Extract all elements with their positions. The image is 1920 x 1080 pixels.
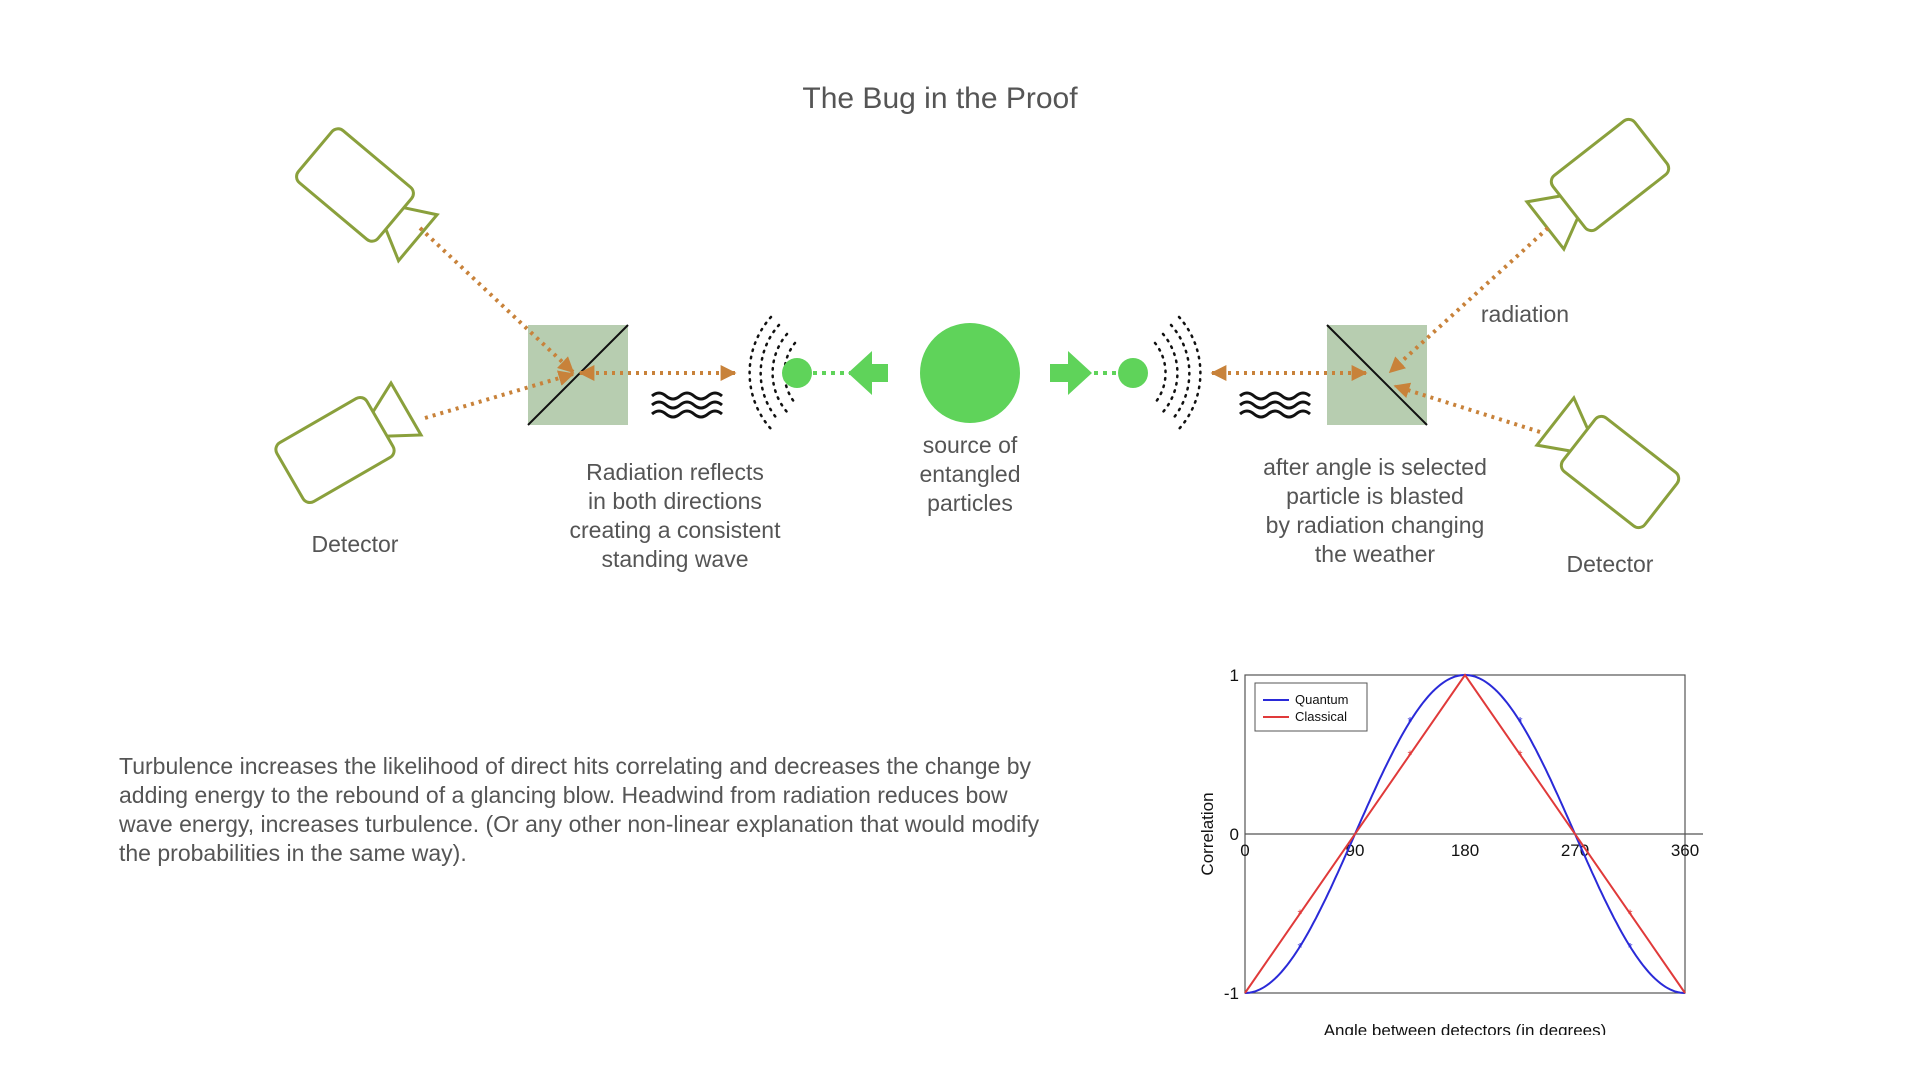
- legend-box: [1254, 682, 1368, 732]
- caption-line: source of: [922, 432, 1018, 458]
- quantum-marker: *: [1627, 940, 1632, 955]
- legend-quantum-label: Quantum: [1295, 692, 1348, 707]
- detector-label-left: Detector: [311, 531, 399, 557]
- y-axis-label: Correlation: [1198, 792, 1217, 875]
- bow-wave-right: [1153, 315, 1202, 431]
- detector-bottom-left-icon: [274, 380, 424, 505]
- classical-marker: *: [1517, 748, 1522, 763]
- caption-line: after angle is selected: [1263, 454, 1487, 480]
- caption-line: the weather: [1314, 541, 1436, 567]
- paragraph-line: Turbulence increases the likelihood of d…: [119, 753, 1032, 779]
- x-tick-label: 360: [1671, 841, 1699, 860]
- classical-marker: *: [1297, 907, 1302, 922]
- caption-line: creating a consistent: [569, 517, 781, 543]
- caption-line: particles: [927, 490, 1013, 516]
- arrow-left-icon: [848, 351, 888, 395]
- caption-line: standing wave: [601, 546, 749, 572]
- particle-left: [782, 358, 812, 388]
- quantum-marker: *: [1297, 940, 1302, 955]
- radiation-beams: [418, 226, 1550, 434]
- x-axis-label: Angle between detectors (in degrees): [1324, 1021, 1607, 1035]
- caption-line: entangled: [919, 461, 1021, 487]
- y-tick-label: 0: [1230, 825, 1239, 844]
- detector-top-left-icon: [295, 127, 440, 264]
- reflect-caption: Radiation reflects in both directions cr…: [545, 458, 805, 574]
- caption-line: particle is blasted: [1286, 483, 1464, 509]
- page-title: The Bug in the Proof: [802, 82, 1078, 115]
- quantum-marker: *: [1407, 714, 1412, 729]
- y-tick-label: 1: [1230, 666, 1239, 685]
- detector-top-right-icon: [1524, 117, 1671, 253]
- paragraph-line: adding energy to the rebound of a glanci…: [119, 782, 1008, 808]
- entangled-source: [920, 323, 1020, 423]
- legend-classical-label: Classical: [1295, 709, 1347, 724]
- caption-line: Radiation reflects: [586, 459, 764, 485]
- particle-right: [1118, 358, 1148, 388]
- radiation-label: radiation: [1480, 301, 1570, 327]
- explanation-paragraph: Turbulence increases the likelihood of d…: [119, 752, 1129, 868]
- arrow-right-icon: [1050, 351, 1092, 395]
- paragraph-line: wave energy, increases turbulence. (Or a…: [119, 811, 1040, 837]
- x-tick-label: 0: [1240, 841, 1249, 860]
- y-tick-label: -1: [1224, 984, 1239, 1003]
- classical-marker: *: [1407, 748, 1412, 763]
- detector-bottom-right-icon: [1534, 394, 1681, 530]
- blasted-caption: after angle is selected particle is blas…: [1225, 453, 1525, 569]
- caption-line: in both directions: [588, 488, 762, 514]
- detector-label-right: Detector: [1566, 551, 1654, 577]
- quantum-marker: *: [1517, 714, 1522, 729]
- caption-line: by radiation changing: [1265, 512, 1485, 538]
- classical-marker: *: [1627, 907, 1632, 922]
- classical-line: [1244, 673, 1686, 994]
- source-caption: source of entangled particles: [880, 431, 1060, 518]
- wave-icon-left: [651, 391, 723, 419]
- wave-icon-right: [1239, 391, 1311, 419]
- x-tick-label: 180: [1451, 841, 1479, 860]
- paragraph-line: the probabilities in the same way).: [119, 840, 467, 866]
